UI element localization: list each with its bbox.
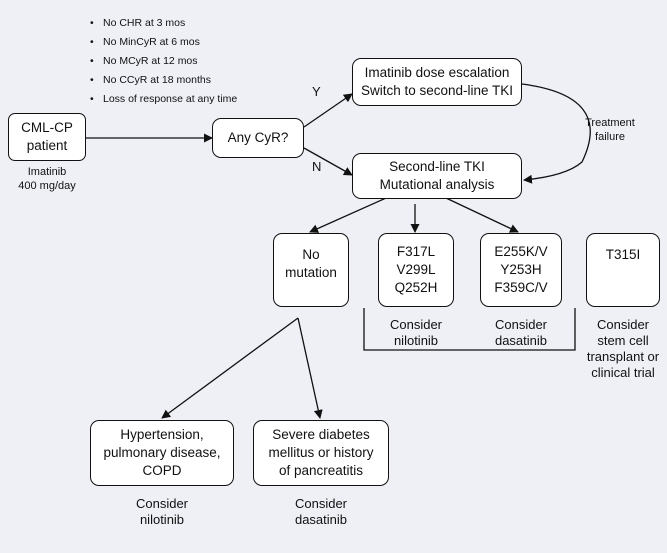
dose-escalation-box: Imatinib dose escalation Switch to secon… — [352, 58, 522, 106]
comorbidity-line: Severe diabetes — [272, 427, 370, 442]
comorbidity-right-box: Severe diabetes mellitus or history of p… — [253, 420, 389, 486]
consider-line: Consider — [135, 496, 189, 511]
failure-line: Treatment — [585, 117, 635, 129]
yes-label: Y — [312, 84, 321, 99]
consider-line: stem cell — [597, 333, 649, 348]
arrow-to-dasatinib-group — [445, 197, 519, 233]
caption-line: 400 mg/day — [18, 180, 76, 192]
start-line: CML-CP — [21, 120, 73, 135]
arrow-to-no-mutation — [309, 197, 387, 233]
consider-line: nilotinib — [393, 333, 439, 348]
comorbidity-line: of pancreatitis — [278, 463, 364, 478]
escalation-line: Imatinib dose escalation — [364, 65, 510, 80]
comorbidity-line: pulmonary disease, — [103, 445, 221, 460]
dasatinib-mutation-box: E255K/V Y253H F359C/V — [480, 233, 562, 307]
mutation-line: Q252H — [394, 280, 438, 295]
mutation-line: Y253H — [500, 262, 542, 277]
mutation-line: F359C/V — [494, 280, 548, 295]
criteria-item: Loss of response at any time — [90, 90, 237, 109]
comorbidity-line: Hypertension, — [120, 427, 204, 442]
criteria-item: No CHR at 3 mos — [90, 14, 237, 33]
bracket-mutation-groups — [363, 308, 576, 351]
consider-nilotinib-comorbidity: Consider nilotinib — [112, 496, 212, 528]
comorbidity-left-box: Hypertension, pulmonary disease, COPD — [90, 420, 234, 486]
consider-line: Consider — [494, 317, 548, 332]
second-line-tki-box: Second-line TKI Mutational analysis — [352, 153, 522, 199]
any-cyr-decision-box: Any CyR? — [212, 118, 304, 158]
consider-line: Consider — [596, 317, 650, 332]
criteria-item: No CCyR at 18 months — [90, 71, 237, 90]
mutation-line: T315I — [605, 247, 641, 262]
no-label: N — [312, 159, 322, 174]
mutation-line: F317L — [396, 244, 436, 259]
comorbidity-line: COPD — [142, 463, 182, 478]
treatment-failure-label: Treatment failure — [580, 116, 640, 144]
consider-line: dasatinib — [494, 333, 548, 348]
t315i-mutation-box: T315I — [586, 233, 660, 307]
mutation-line: E255K/V — [494, 244, 548, 259]
arrow-treatment-failure — [521, 83, 591, 184]
start-line: patient — [26, 138, 68, 153]
failure-criteria-list: No CHR at 3 mos No MinCyR at 6 mos No MC… — [90, 14, 237, 109]
consider-line: nilotinib — [139, 512, 185, 527]
comorbidity-line: mellitus or history — [268, 445, 374, 460]
nilotinib-mutation-box: F317L V299L Q252H — [378, 233, 454, 307]
consider-line: transplant or — [586, 349, 660, 364]
escalation-line: Switch to second-line TKI — [360, 83, 514, 98]
consider-line: Consider — [389, 317, 443, 332]
caption-line: Imatinib — [27, 166, 67, 178]
failure-line: failure — [595, 131, 625, 143]
mutation-line: mutation — [285, 265, 337, 280]
consider-dasatinib-comorbidity: Consider dasatinib — [271, 496, 371, 528]
arrow-to-comorbidity-left — [161, 317, 299, 419]
no-mutation-box: No mutation — [273, 233, 349, 307]
arrow-yes-to-escalation — [303, 93, 353, 128]
consider-dasatinib-mutation: Consider dasatinib — [481, 317, 561, 349]
mutation-line: V299L — [396, 262, 436, 277]
arrow-no-to-second-line — [303, 147, 353, 176]
cml-cp-patient-box: CML-CP patient — [8, 113, 86, 161]
consider-nilotinib-mutation: Consider nilotinib — [376, 317, 456, 349]
criteria-item: No MinCyR at 6 mos — [90, 33, 237, 52]
consider-stem-cell-transplant: Consider stem cell transplant or clinica… — [580, 317, 666, 381]
criteria-item: No MCyR at 12 mos — [90, 52, 237, 71]
mutation-line: No — [302, 247, 320, 262]
consider-line: dasatinib — [294, 512, 348, 527]
second-line-line: Second-line TKI — [389, 159, 485, 174]
consider-line: clinical trial — [591, 365, 655, 380]
consider-line: Consider — [294, 496, 348, 511]
arrow-to-comorbidity-right — [297, 317, 323, 419]
decision-label: Any CyR? — [227, 130, 289, 145]
start-caption: Imatinib 400 mg/day — [8, 165, 86, 193]
second-line-line: Mutational analysis — [379, 177, 495, 192]
